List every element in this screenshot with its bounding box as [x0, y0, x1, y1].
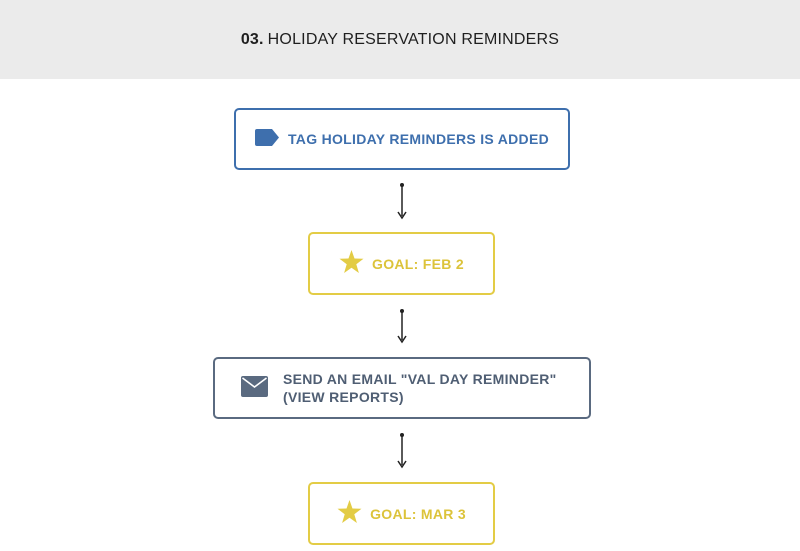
goal-node-1[interactable]: GOAL: FEB 2 — [308, 232, 495, 295]
page-header: 03.HOLIDAY RESERVATION REMINDERS — [0, 0, 800, 79]
flow-arrow — [397, 309, 407, 344]
trigger-node[interactable]: TAG HOLIDAY REMINDERS IS ADDED — [234, 108, 570, 170]
tag-icon — [254, 129, 279, 149]
sequence-number: 03. — [240, 30, 264, 48]
email-label-line1: SEND AN EMAIL "VAL DAY REMINDER" — [283, 371, 557, 387]
sequence-title: HOLIDAY RESERVATION REMINDERS — [267, 30, 560, 48]
email-label-line2: (VIEW REPORTS) — [283, 389, 404, 405]
flow-arrow — [397, 183, 407, 220]
goal-label: GOAL: FEB 2 — [372, 255, 464, 272]
mail-icon — [241, 376, 268, 400]
email-node[interactable]: SEND AN EMAIL "VAL DAY REMINDER" (VIEW R… — [213, 357, 591, 419]
goal-label: GOAL: MAR 3 — [370, 505, 466, 522]
trigger-label: TAG HOLIDAY REMINDERS IS ADDED — [287, 131, 550, 147]
flow-arrow — [397, 433, 407, 469]
page-title: 03.HOLIDAY RESERVATION REMINDERS — [241, 31, 559, 49]
star-icon — [339, 250, 364, 277]
goal-node-2[interactable]: GOAL: MAR 3 — [308, 482, 495, 545]
star-icon — [337, 500, 362, 527]
